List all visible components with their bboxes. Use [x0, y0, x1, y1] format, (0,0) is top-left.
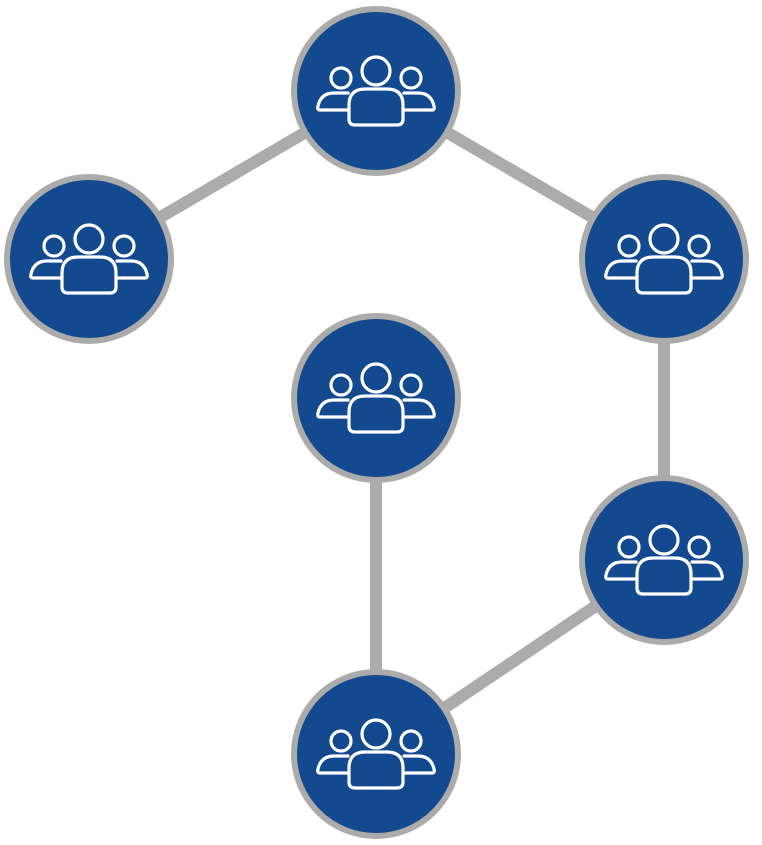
- node-circle: [4, 174, 174, 344]
- node-right-lower: [579, 475, 749, 645]
- node-circle: [291, 313, 461, 483]
- node-left: [4, 174, 174, 344]
- node-top: [291, 6, 461, 176]
- nodes-layer: [4, 6, 749, 839]
- node-right-upper: [579, 174, 749, 344]
- node-circle: [291, 669, 461, 839]
- node-bottom: [291, 669, 461, 839]
- node-circle: [291, 6, 461, 176]
- node-circle: [579, 475, 749, 645]
- node-center: [291, 313, 461, 483]
- node-circle: [579, 174, 749, 344]
